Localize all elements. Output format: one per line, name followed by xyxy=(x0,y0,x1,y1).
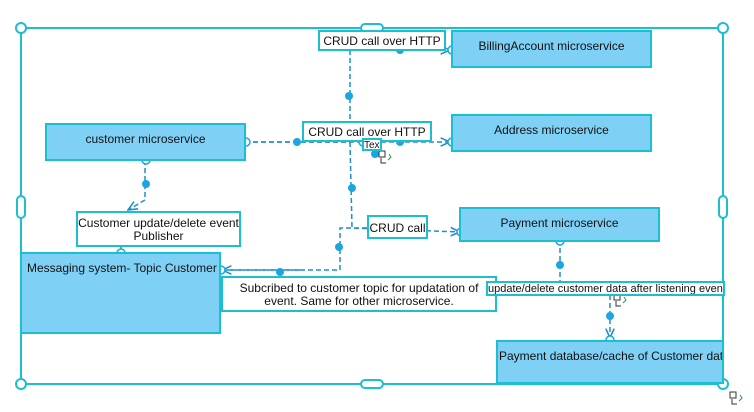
node-label: Payment microservice xyxy=(500,216,619,230)
messaging-system-topic-customer[interactable]: Messaging system- Topic Customer xyxy=(20,252,221,334)
address-microservice[interactable]: Address microservice xyxy=(451,114,652,152)
billing-account-microservice[interactable]: BillingAccount microservice xyxy=(451,30,652,68)
edge-label-crud-top[interactable]: CRUD call over HTTP xyxy=(318,30,446,51)
rotate-icon[interactable] xyxy=(729,391,743,405)
resize-corner-icon[interactable] xyxy=(378,150,392,164)
edge-label-text-placeholder[interactable]: Text xyxy=(362,138,382,151)
node-label: Messaging system- Topic Customer xyxy=(27,261,217,275)
edge-label-crud-short[interactable]: CRUD call xyxy=(367,215,428,239)
node-label: BillingAccount microservice xyxy=(478,39,625,53)
edge-label-update-listen[interactable]: update/delete customer data after listen… xyxy=(486,281,725,296)
frame-resize-handles[interactable] xyxy=(15,22,729,390)
edge-label-subscribed[interactable]: Subcribed to customer topic for updatati… xyxy=(221,276,497,312)
node-label: Payment database/cache of Customer data xyxy=(499,349,724,363)
node-label: customer microservice xyxy=(85,132,206,146)
customer-microservice[interactable]: customer microservice xyxy=(45,123,246,161)
node-label: Address microservice xyxy=(494,123,609,137)
edge-messaging-to-payment[interactable] xyxy=(220,227,370,271)
payment-database[interactable]: Payment database/cache of Customer data xyxy=(496,340,724,384)
edge-customer-to-publisher[interactable] xyxy=(128,160,146,210)
edge-label-publisher[interactable]: Customer update/delete event Publisher xyxy=(76,211,241,247)
payment-microservice[interactable]: Payment microservice xyxy=(459,207,660,242)
edge-customer-to-payment[interactable] xyxy=(349,141,460,232)
